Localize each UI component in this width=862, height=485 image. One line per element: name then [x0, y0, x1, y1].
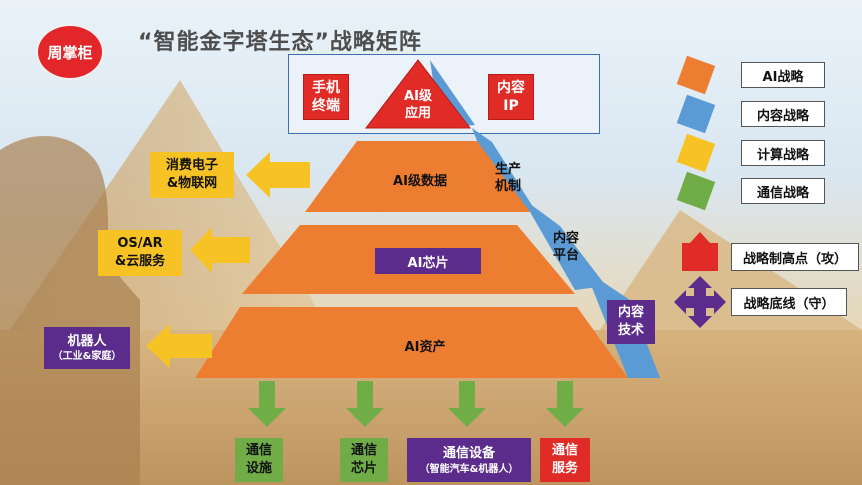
legend-diamond-compute — [676, 133, 716, 173]
left-item-consumer-electronics: 消费电子 &物联网 — [150, 152, 234, 198]
logo-text: 周掌柜 — [47, 43, 93, 62]
arrow-left-1 — [246, 152, 310, 198]
apex-label-line2: 应用 — [404, 106, 431, 121]
apex-label-line1: AI级 — [404, 89, 432, 104]
bottom-item-4-line1: 通信 — [551, 443, 578, 458]
legend-label-ai: AI战略 — [741, 62, 825, 88]
arrow-left-3 — [146, 324, 212, 368]
bottom-item-4-line2: 服务 — [551, 461, 578, 476]
left-item-2-line2: &云服务 — [114, 254, 166, 269]
mobile-terminal-line1: 手机 — [312, 80, 340, 96]
left-item-os-ar: OS/AR &云服务 — [98, 230, 182, 276]
apex-label: AI级 应用 — [386, 88, 450, 122]
page-title: “智能金字塔生态”战略矩阵 — [138, 30, 422, 55]
apex-triangle — [364, 59, 472, 129]
sphinx-silhouette — [0, 136, 140, 485]
blue-band-platform — [522, 198, 606, 290]
legend-label-compute: 计算战略 — [741, 140, 825, 166]
side-label-production-line1: 生产 — [494, 162, 521, 177]
legend-label-defend: 战略底线（守） — [731, 288, 847, 316]
side-label-platform-line2: 平台 — [552, 248, 579, 263]
legend-diamond-comm — [676, 171, 716, 211]
attack-icon — [682, 232, 718, 271]
tier-assets-label: AI资产 — [404, 340, 446, 355]
arrow-down-2 — [346, 381, 384, 427]
arrow-down-4 — [546, 381, 584, 427]
legend-label-content: 内容战略 — [741, 101, 825, 127]
defend-icon — [674, 276, 726, 328]
bottom-item-2-line1: 通信 — [350, 443, 377, 458]
legend-diamond-ai — [676, 55, 716, 95]
legend-label-attack: 战略制高点（攻） — [731, 243, 859, 271]
content-ip-box: 内容 IP — [488, 74, 534, 120]
content-ip-line1: 内容 — [497, 80, 525, 96]
bottom-item-3-line2: （智能汽车&机器人） — [419, 463, 519, 475]
arrow-left-2 — [190, 227, 250, 273]
left-item-3-line2: （工业&家庭） — [52, 351, 122, 362]
tier-data-label: AI级数据 — [393, 174, 447, 189]
logo-badge: 周掌柜 — [38, 26, 102, 78]
left-item-2-line1: OS/AR — [117, 236, 163, 251]
bottom-item-comm-facilities: 通信 设施 — [235, 438, 283, 482]
bottom-item-2-line2: 芯片 — [350, 461, 377, 476]
legend-diamond-content — [676, 94, 716, 134]
bottom-item-1-line2: 设施 — [245, 461, 272, 476]
left-item-robot: 机器人 （工业&家庭） — [44, 327, 130, 369]
left-item-3-line1: 机器人 — [67, 334, 107, 349]
bottom-item-3-line1: 通信设备 — [442, 445, 495, 461]
mobile-terminal-line2: 终端 — [312, 98, 340, 114]
bottom-item-1-line1: 通信 — [245, 443, 272, 458]
side-label-tech-line1: 内容 — [617, 305, 644, 320]
bottom-item-comm-chips: 通信 芯片 — [340, 438, 388, 482]
left-item-1-line2: &物联网 — [166, 176, 218, 191]
side-label-production: 生产 机制 — [488, 161, 528, 195]
legend-label-comm: 通信战略 — [741, 178, 825, 204]
tier-assets-shape — [195, 307, 628, 378]
side-label-tech: 内容 技术 — [607, 300, 655, 344]
side-label-platform: 内容 平台 — [546, 230, 586, 264]
tier-data-shape — [305, 141, 530, 212]
left-item-1-line1: 消费电子 — [165, 158, 218, 173]
side-label-tech-line2: 技术 — [617, 323, 644, 338]
side-label-production-line2: 机制 — [494, 179, 521, 194]
bottom-item-comm-services: 通信 服务 — [540, 438, 590, 482]
arrow-down-1 — [248, 381, 286, 427]
blue-band-production — [472, 128, 535, 212]
tier-chip-label: AI芯片 — [375, 248, 481, 274]
arrow-down-3 — [448, 381, 486, 427]
side-label-platform-line1: 内容 — [552, 231, 579, 246]
content-ip-line2: IP — [503, 98, 519, 114]
bottom-item-comm-devices: 通信设备 （智能汽车&机器人） — [407, 438, 531, 482]
mobile-terminal-box: 手机 终端 — [303, 74, 349, 120]
